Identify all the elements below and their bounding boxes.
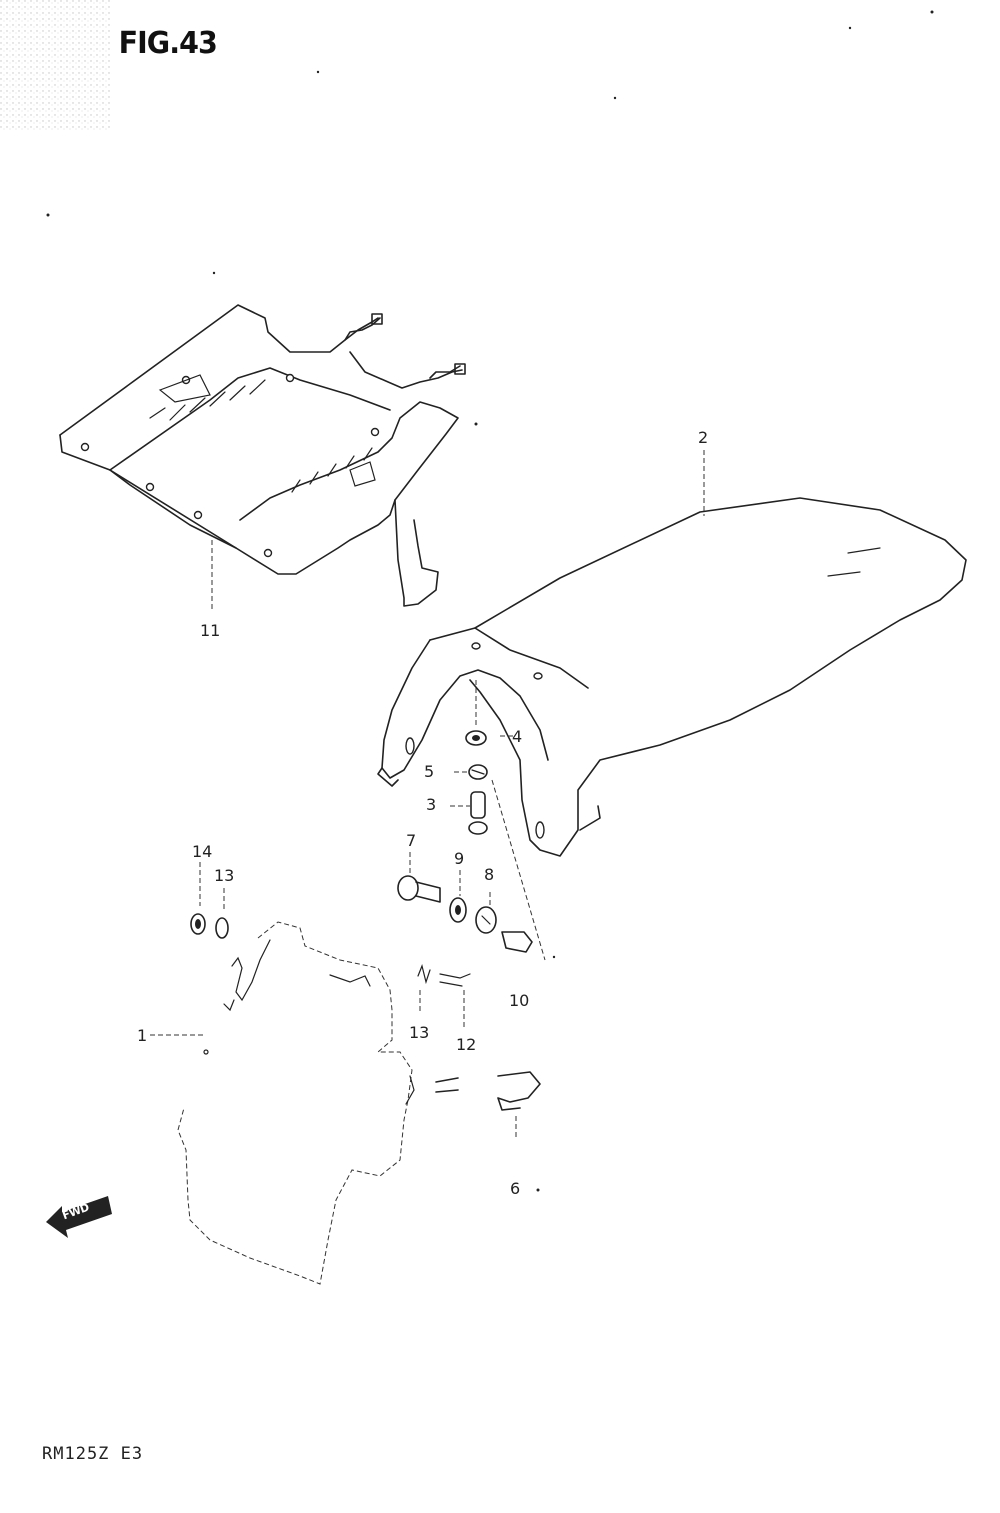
callout-4: 4: [512, 727, 523, 746]
callout-13-upper: 13: [214, 866, 235, 885]
fender-fasteners: [450, 680, 546, 961]
part-1-mudguard: [150, 921, 413, 1285]
model-code: RM125Z E3: [42, 1444, 144, 1464]
callout-6: 6: [510, 1179, 521, 1198]
callout-9: 9: [454, 849, 465, 868]
scan-noise: [0, 0, 110, 130]
callout-13-lower: 13: [409, 1023, 430, 1042]
forward-arrow-icon: [46, 1196, 112, 1238]
part-2-rear-fender: [377, 497, 967, 857]
callout-1: 1: [137, 1026, 148, 1045]
scan-specks: [46, 10, 934, 1192]
callout-11: 11: [200, 621, 221, 640]
callout-12: 12: [456, 1035, 477, 1054]
callout-10: 10: [509, 991, 530, 1010]
forward-indicator: FWD: [40, 1196, 112, 1232]
callout-7: 7: [406, 831, 417, 850]
callout-8: 8: [484, 865, 495, 884]
callout-14: 14: [192, 842, 213, 861]
callout-3: 3: [426, 795, 437, 814]
bolt-hardware: [397, 852, 533, 953]
callout-2: 2: [698, 428, 709, 447]
forward-label: FWD: [60, 1200, 91, 1223]
small-hardware: [190, 862, 541, 1140]
part-11-plate: [59, 304, 466, 607]
figure-title: FIG.43: [118, 26, 218, 61]
callout-5: 5: [424, 762, 435, 781]
